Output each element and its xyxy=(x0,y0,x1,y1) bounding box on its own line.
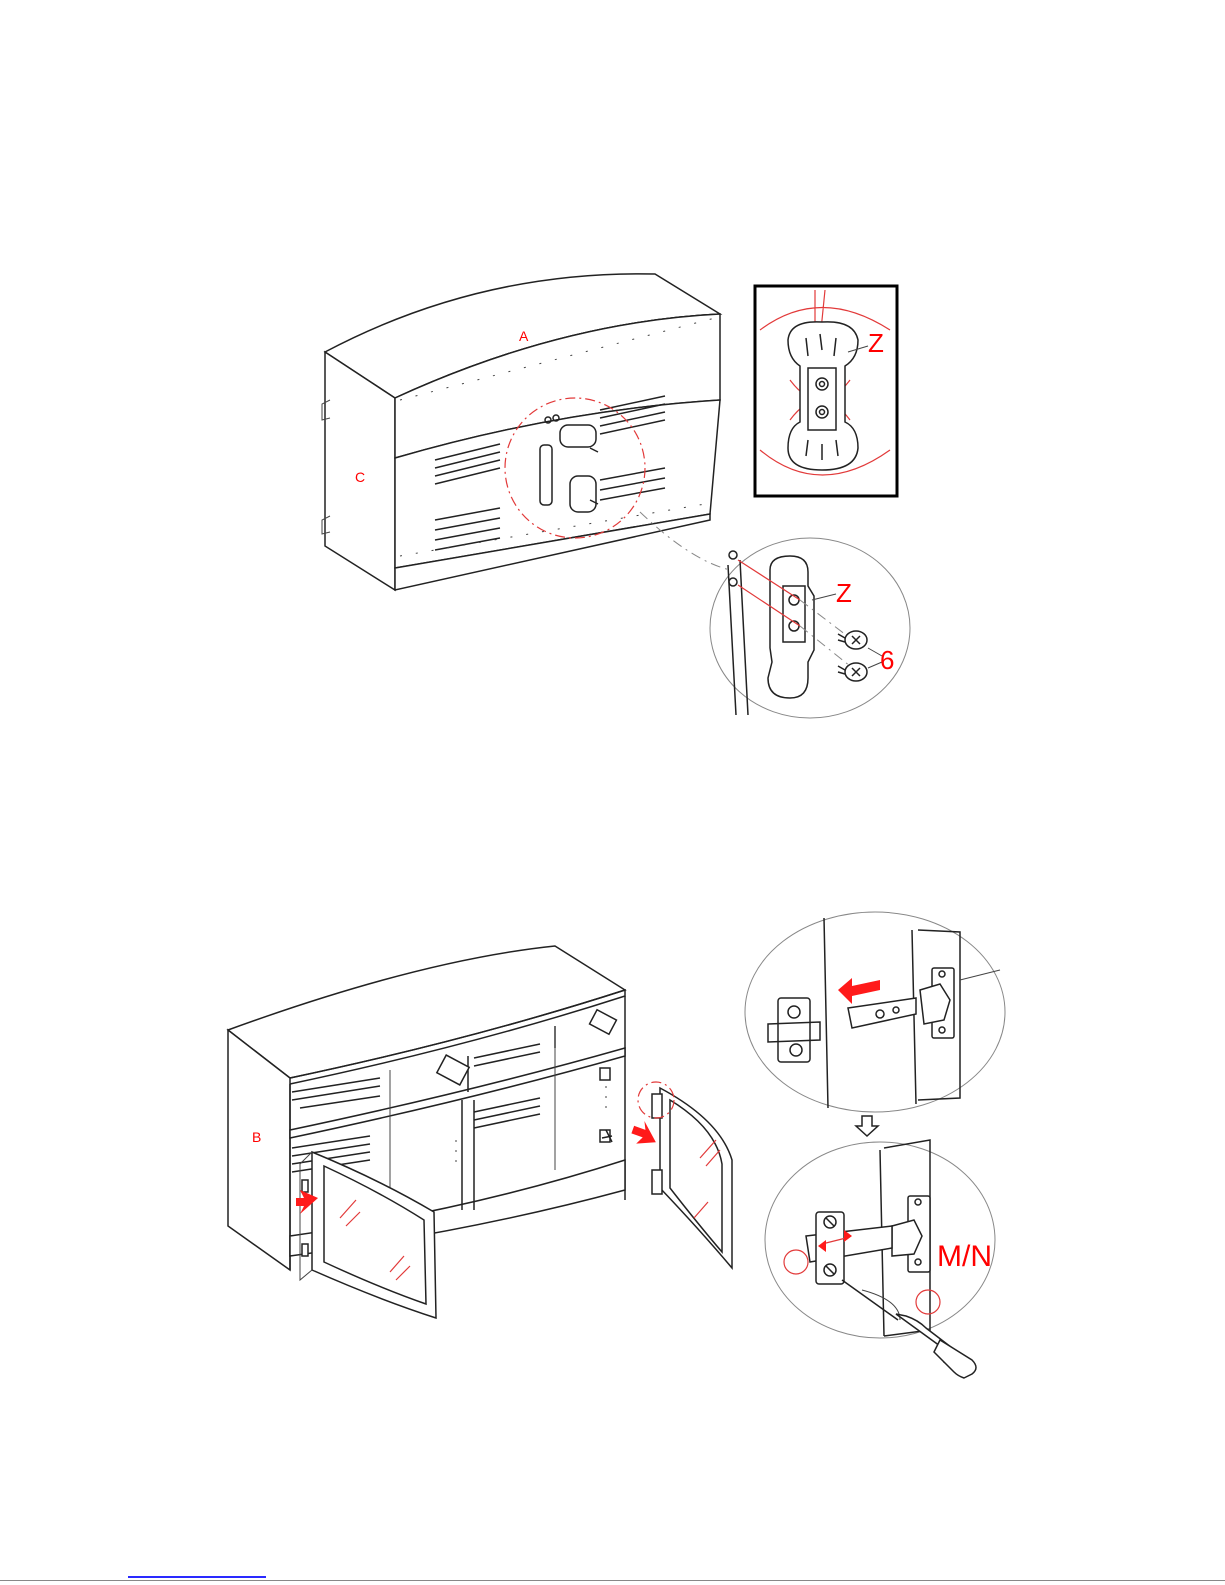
right-glass-door xyxy=(629,1082,732,1268)
footer-rule xyxy=(0,1580,1225,1581)
hinge-detail-top xyxy=(745,912,1005,1112)
left-glass-door xyxy=(296,1152,436,1318)
footer-link-underline[interactable] xyxy=(128,1576,266,1578)
next-step-arrow-icon xyxy=(856,1116,878,1136)
label-screw: 6 xyxy=(880,645,894,675)
hinge-detail-bottom: M/N xyxy=(765,1140,995,1378)
bracket-zoom-box: Z xyxy=(755,286,897,496)
label-side-panel: C xyxy=(355,469,365,485)
label-top-panel: A xyxy=(519,328,529,344)
push-arrow-right-door-icon xyxy=(629,1118,662,1149)
label-side-panel-b: B xyxy=(252,1129,261,1145)
label-bracket-zoom: Z xyxy=(868,328,884,358)
step1-cabinet-back: A C xyxy=(322,274,720,590)
label-bracket-detail: Z xyxy=(836,578,852,608)
label-hinge: M/N xyxy=(937,1240,992,1273)
bracket-detail-ellipse: Z 6 xyxy=(710,538,910,718)
